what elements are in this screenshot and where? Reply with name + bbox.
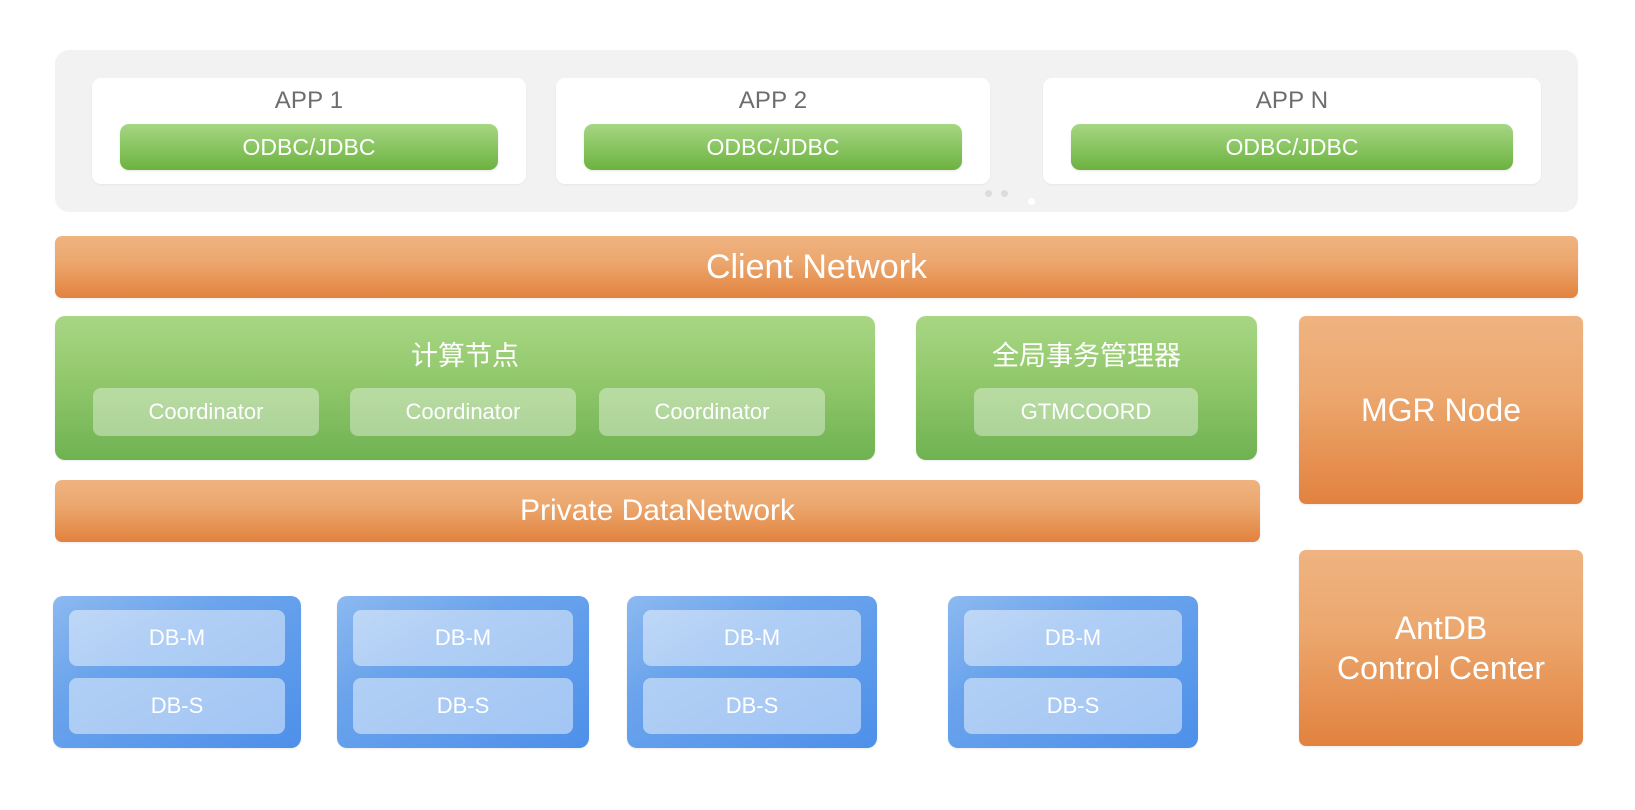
mgr-node-box[interactable]: MGR Node [1299,316,1583,504]
app-connector-2[interactable]: ODBC/JDBC [584,124,962,170]
db-slave-1[interactable]: DB-S [69,678,285,734]
db-cluster-3[interactable]: DB-M DB-S [627,596,877,748]
db-slave-4[interactable]: DB-S [964,678,1182,734]
db-master-1[interactable]: DB-M [69,610,285,666]
app-ellipsis-dot-icon [1028,198,1035,205]
app-card-n[interactable]: APP N ODBC/JDBC [1043,78,1541,184]
app-connector-n[interactable]: ODBC/JDBC [1071,124,1513,170]
client-network-bar: Client Network [55,236,1578,298]
db-cluster-4[interactable]: DB-M DB-S [948,596,1198,748]
compute-node-panel: 计算节点 Coordinator Coordinator Coordinator [55,316,875,460]
app-card-2[interactable]: APP 2 ODBC/JDBC [556,78,990,184]
db-slave-3[interactable]: DB-S [643,678,861,734]
antdb-control-center-box[interactable]: AntDB Control Center [1299,550,1583,746]
compute-node-title: 计算节点 [411,341,519,371]
db-slave-2[interactable]: DB-S [353,678,573,734]
db-cluster-1[interactable]: DB-M DB-S [53,596,301,748]
coordinator-node-1[interactable]: Coordinator [93,388,319,436]
control-center-line1: AntDB [1394,609,1488,646]
app-title-2: APP 2 [738,87,808,114]
global-transaction-manager-panel: 全局事务管理器 GTMCOORD [916,316,1257,460]
application-band: APP 1 ODBC/JDBC APP 2 ODBC/JDBC APP N OD… [55,50,1578,212]
gtmcoord-node[interactable]: GTMCOORD [974,388,1198,436]
gtm-title: 全局事务管理器 [992,341,1181,371]
app-ellipsis-icon [985,190,1031,200]
db-master-3[interactable]: DB-M [643,610,861,666]
db-cluster-2[interactable]: DB-M DB-S [337,596,589,748]
app-card-1[interactable]: APP 1 ODBC/JDBC [92,78,526,184]
coordinator-node-3[interactable]: Coordinator [599,388,825,436]
app-title-1: APP 1 [274,87,344,114]
control-center-line2: Control Center [1336,650,1546,686]
coordinator-node-2[interactable]: Coordinator [350,388,576,436]
db-master-2[interactable]: DB-M [353,610,573,666]
app-title-n: APP N [1255,87,1329,114]
db-master-4[interactable]: DB-M [964,610,1182,666]
private-data-network-bar: Private DataNetwork [55,480,1260,542]
app-connector-1[interactable]: ODBC/JDBC [120,124,498,170]
